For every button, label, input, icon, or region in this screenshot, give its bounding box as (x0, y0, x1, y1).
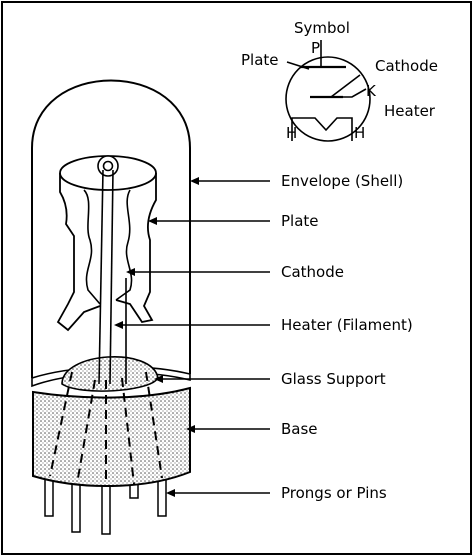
symbol-envelope-circle (285, 56, 371, 142)
symbol-h-right-label: H (354, 124, 365, 142)
arrow-prongs (166, 489, 175, 497)
lead-2 (76, 379, 96, 485)
lead-1 (49, 371, 73, 477)
tube-symbol (285, 40, 371, 142)
symbol-cathode-label: Cathode (375, 57, 438, 75)
heater-label: Heater (Filament) (281, 316, 413, 334)
glass-envelope (31, 79, 191, 378)
symbol-title: Symbol (294, 19, 350, 37)
symbol-k-label: K (366, 82, 377, 100)
plate-left-wall (56, 173, 101, 332)
symbol-heater-label: Heater (384, 102, 436, 120)
plate-label: Plate (281, 212, 319, 230)
arrow-base (186, 425, 195, 433)
arrow-plate (148, 217, 157, 225)
heater-rod-right (109, 169, 114, 385)
symbol-plate-pointer (286, 61, 310, 70)
pin (129, 483, 139, 499)
base-label: Base (281, 420, 318, 438)
arrow-envelope (190, 177, 199, 185)
symbol-plate-label: Plate (241, 51, 279, 69)
cathode-sleeve-right (115, 189, 133, 301)
leader-lines (114, 177, 270, 497)
cathode-sleeve-left (83, 189, 101, 305)
symbol-cathode-pointer (330, 74, 361, 98)
lead-4 (121, 377, 135, 485)
envelope-label: Envelope (Shell) (281, 172, 403, 190)
pin (157, 477, 167, 517)
plate-right-wall (115, 173, 157, 324)
symbol-h-left-label: H (286, 124, 297, 142)
heater-rod-left (98, 169, 104, 385)
internal-leads (49, 371, 163, 486)
symbol-heater-filament (291, 117, 353, 141)
lead-5 (145, 371, 163, 479)
central-rods (98, 169, 127, 385)
pin (101, 485, 111, 535)
pin (44, 475, 54, 517)
arrow-heater (114, 321, 123, 329)
plate-cap-inner (102, 160, 114, 172)
cathode-label: Cathode (281, 263, 344, 281)
symbol-p-label: P (311, 39, 320, 57)
arrow-cathode (126, 268, 135, 276)
arrow-glass-support (154, 375, 163, 383)
symbol-cathode-lead (343, 88, 367, 98)
prongs-label: Prongs or Pins (281, 484, 387, 502)
pin (71, 483, 81, 533)
glass-support-label: Glass Support (281, 370, 386, 388)
tube-base (32, 386, 191, 488)
